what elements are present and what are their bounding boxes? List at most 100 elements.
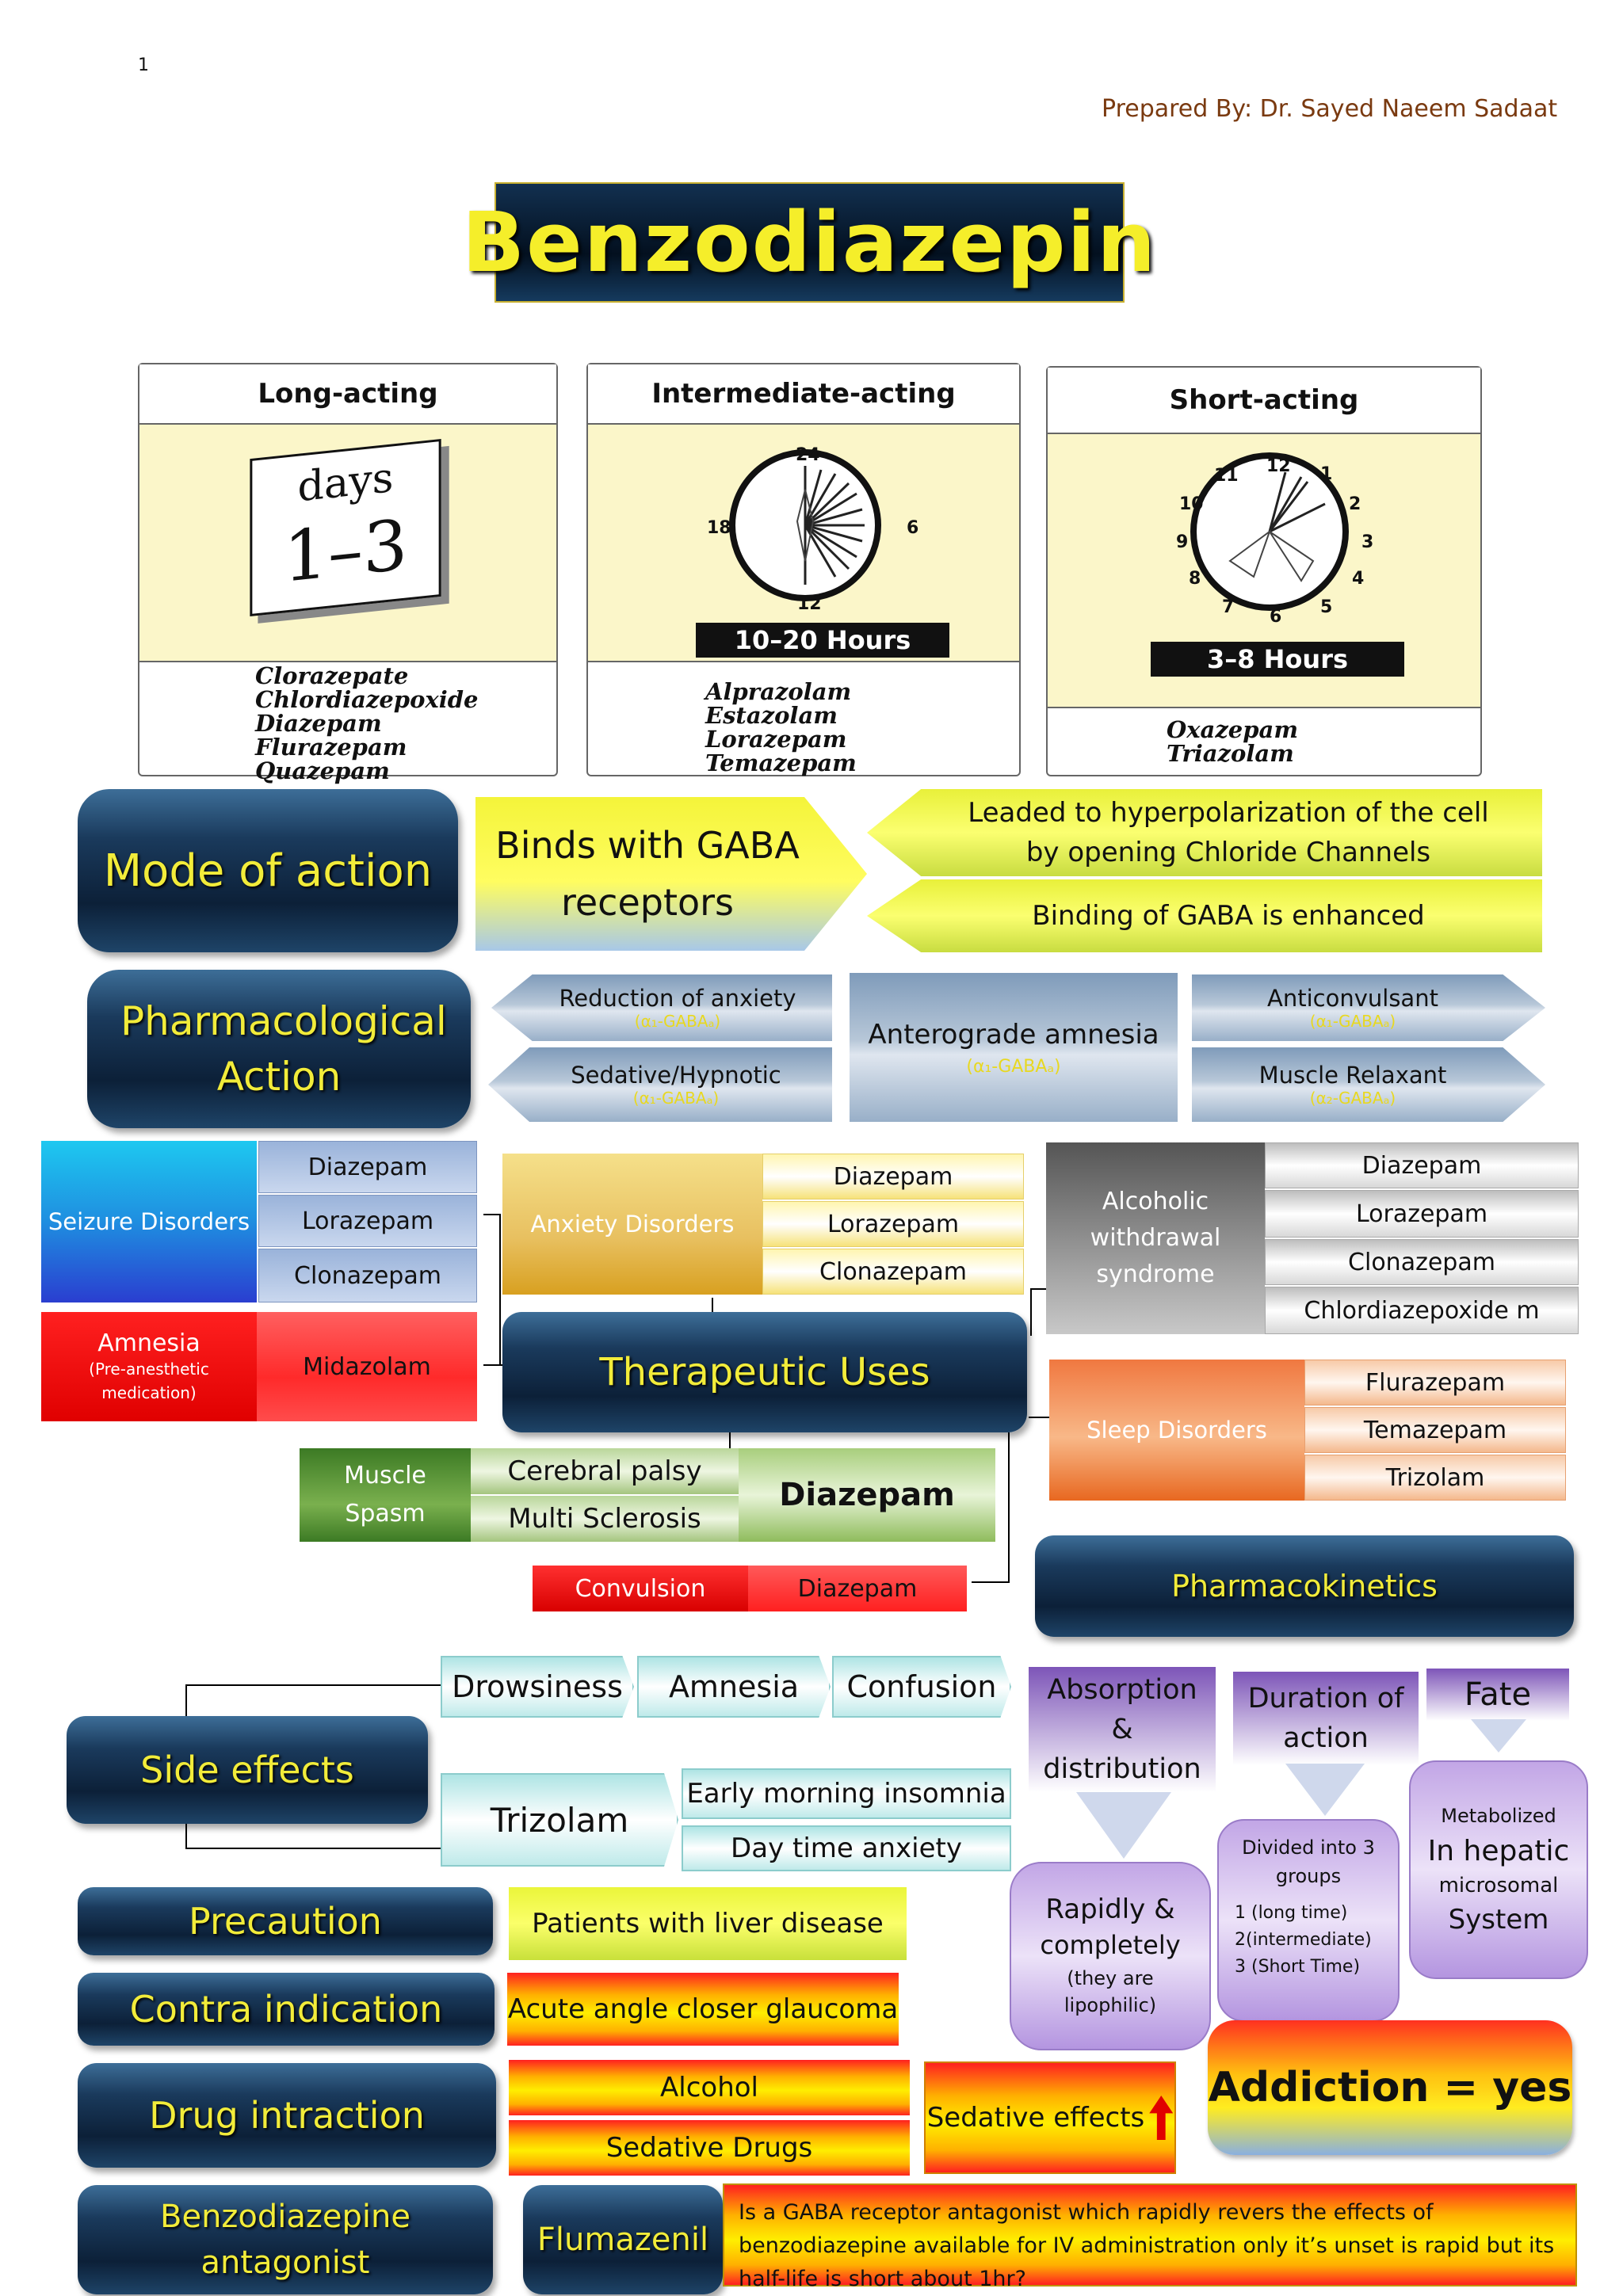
clock-area: 24 6 12 18 10–20 Hours [588,425,1019,662]
clock-number-18: 18 [707,518,731,538]
day-time-anxiety: Day time anxiety [682,1825,1011,1871]
absorption-arrow [1076,1792,1171,1859]
clock12-number-10: 10 [1179,494,1204,514]
muscle-diazepam: Diazepam [739,1448,995,1542]
antagonist-label: Benzodiazepine antagonist [78,2185,493,2294]
absorption-detail: Rapidly & completely (they are lipophili… [1010,1862,1211,2050]
page-number: 1 [138,55,149,75]
sleep-temazepam: Temazepam [1304,1407,1566,1453]
connector-line [483,1214,499,1215]
clock12-number-8: 8 [1189,569,1201,589]
anxiety-clonazepam: Clonazepam [762,1249,1024,1295]
pharmacological-action-label: Pharmacological Action [87,970,471,1128]
anxiety-disorders-box: Anxiety Disorders [502,1154,762,1295]
duration-detail: Divided into 3 groups 1 (long time) 2(in… [1217,1819,1400,2022]
antagonist-description: Is a GABA receptor antagonist which rapi… [723,2183,1577,2291]
short-acting-panel: Short-acting 12 1 2 3 4 5 6 7 8 9 10 11 … [1046,366,1482,776]
interaction-alcohol: Alcohol [509,2060,910,2115]
calendar-area: days 1–3 [139,425,556,662]
connector-line [1008,1432,1010,1583]
drug-interaction-label: Drug intraction [78,2063,496,2168]
clock-area-short: 12 1 2 3 4 5 6 7 8 9 10 11 3–8 Hours [1048,434,1480,708]
sleep-trizolam: Trizolam [1304,1455,1566,1501]
connector-line [1030,1288,1032,1336]
side-effect-amnesia: Amnesia [637,1656,831,1718]
clock12-number-7: 7 [1222,597,1235,617]
calendar-icon: days 1–3 [250,439,441,616]
alcoholic-diazepam: Diazepam [1265,1142,1579,1188]
sedative-effects-result: Sedative effects [924,2061,1176,2174]
connector-line [499,1214,501,1364]
convulsion-box: Convulsion [533,1566,748,1611]
mode-of-action-label: Mode of action [78,789,458,952]
alcoholic-clonazepam: Clonazepam [1265,1239,1579,1285]
side-effect-trizolam: Trizolam [441,1773,678,1867]
precaution-label: Precaution [78,1887,493,1955]
muscle-relaxant-arrow: Muscle Relaxant (α₂-GABAₐ) [1192,1047,1545,1122]
side-effects-label: Side effects [67,1716,428,1824]
sedative-hypnotic-arrow: Sedative/Hypnotic (α₁-GABAₐ) [488,1047,832,1122]
clock-12-icon [1190,452,1349,611]
clock12-number-4: 4 [1352,569,1365,589]
seizure-disorders-box: Seizure Disorders [41,1141,257,1302]
connector-line [483,1364,502,1366]
addiction-box: Addiction = yes [1208,2020,1572,2155]
duration-header: Duration of action [1233,1672,1419,1765]
cerebral-palsy: Cerebral palsy [471,1448,739,1494]
hyperpolarization-effect: Leaded to hyperpolarization of the cell … [867,789,1542,876]
pharmacokinetics-label: Pharmacokinetics [1035,1535,1574,1637]
clock-number-12: 12 [797,594,822,614]
clock-number-24: 24 [796,445,820,465]
calendar-range: 1–3 [283,503,408,598]
clock12-number-9: 9 [1176,532,1189,552]
absorption-header: Absorption & distribution [1029,1667,1216,1792]
seizure-lorazepam: Lorazepam [258,1195,477,1247]
connector-line [712,1298,713,1312]
amnesia-midazolam: Midazolam [257,1312,477,1421]
connector-line [185,1684,441,1686]
sleep-disorders-box: Sleep Disorders [1049,1360,1304,1501]
connector-line [185,1684,187,1716]
alcoholic-lorazepam: Lorazepam [1265,1190,1579,1238]
reduction-anxiety-arrow: Reduction of anxiety (α₁-GABAₐ) [491,974,832,1041]
fate-detail: Metabolized In hepatic microsomal System [1409,1760,1588,1979]
duration-arrow [1285,1764,1365,1816]
clock12-number-1: 1 [1320,464,1333,484]
seizure-clonazepam: Clonazepam [258,1249,477,1302]
red-up-arrow-icon [1149,2096,1174,2140]
clock12-number-12: 12 [1266,456,1291,476]
interaction-sedative-drugs: Sedative Drugs [509,2120,910,2176]
fate-arrow [1471,1719,1526,1753]
connector-line [729,1432,731,1448]
long-acting-header: Long-acting [139,364,556,425]
anxiety-diazepam: Diazepam [762,1154,1024,1199]
clock-24-icon [729,449,881,601]
gaba-enhanced-effect: Binding of GABA is enhanced [867,879,1542,952]
flumazenil-label: Flumazenil [523,2185,723,2294]
clock12-number-6: 6 [1270,607,1282,627]
muscle-spasm-box: Muscle Spasm [300,1448,471,1542]
precaution-value: Patients with liver disease [509,1887,907,1960]
sleep-flurazepam: Flurazepam [1304,1360,1566,1405]
alcoholic-chlordiazepoxide: Chlordiazepoxide m [1265,1287,1579,1334]
intermediate-acting-panel: Intermediate-acting 24 6 12 18 10–20 Hou… [586,363,1021,776]
side-effect-drowsiness: Drowsiness [441,1656,634,1718]
seizure-diazepam: Diazepam [258,1141,477,1193]
clock12-number-11: 11 [1214,466,1239,486]
convulsion-diazepam: Diazepam [748,1566,967,1611]
page-title: Benzodiazepin [462,182,1155,303]
connector-line [185,1848,441,1849]
clock12-number-3: 3 [1361,532,1374,552]
early-morning-insomnia: Early morning insomnia [682,1768,1011,1819]
clock-number-6: 6 [907,518,919,538]
anterograde-amnesia-box: Anterograde amnesia (α₁-GABAₐ) [850,973,1178,1122]
therapeutic-uses-label: Therapeutic Uses [502,1312,1027,1432]
fate-header: Fate [1426,1669,1569,1721]
contra-indication-label: Contra indication [78,1973,495,2046]
connector-line [972,1581,1010,1583]
connector-line [185,1824,187,1848]
